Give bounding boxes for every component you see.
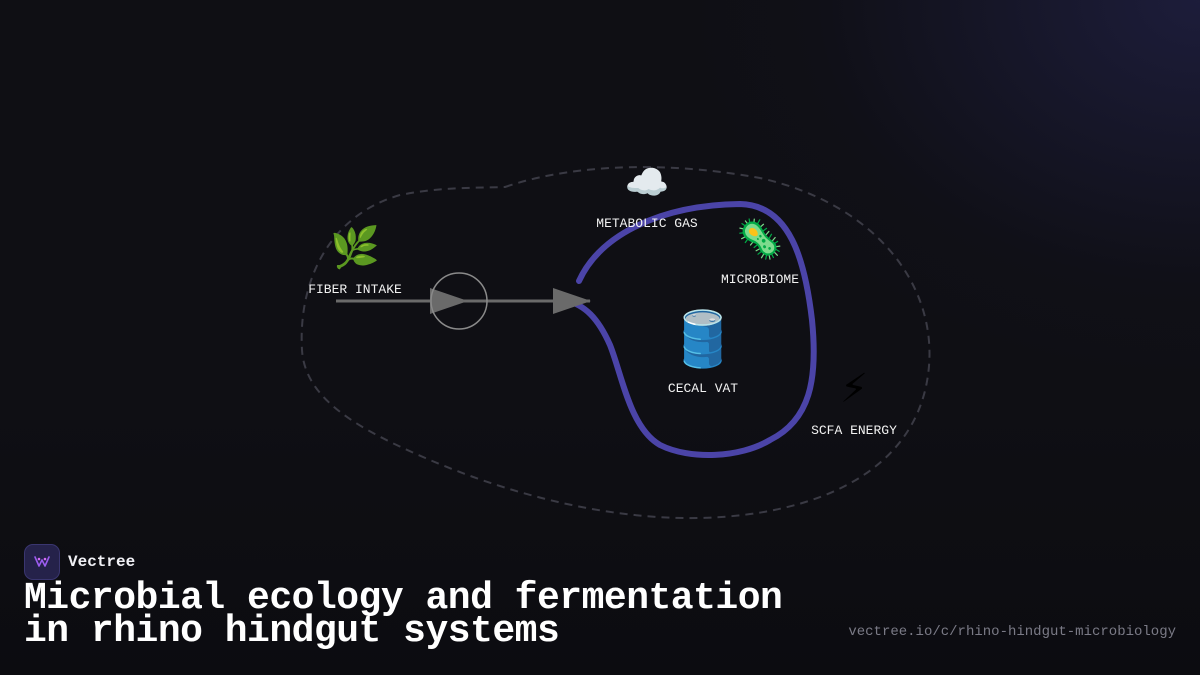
fermentation-loop: [562, 200, 817, 459]
node-label-scfa-energy: SCFA ENERGY: [811, 423, 897, 438]
barrel-icon: 🛢️: [669, 308, 736, 371]
microbe-icon: 🦠: [736, 217, 783, 261]
brand-name: Vectree: [68, 553, 136, 571]
node-label-microbiome: MICROBIOME: [721, 272, 799, 287]
lightning-icon: ⚡: [840, 366, 868, 412]
node-label-metabolic-gas: METABOLIC GAS: [596, 216, 698, 231]
node-label-cecal-vat: CECAL VAT: [668, 381, 738, 396]
entry-arrowhead: [553, 288, 591, 314]
hindgut-boundary: [300, 166, 931, 520]
node-label-fiber-intake: FIBER INTAKE: [308, 282, 402, 297]
cloud-icon: ☁️: [625, 163, 670, 204]
intake-arrowhead: [430, 288, 468, 314]
page-title: Microbial ecology and fermentation in rh…: [24, 577, 783, 653]
brand: Vectree: [24, 544, 135, 580]
herb-icon: 🌿: [330, 224, 380, 271]
vectree-logo-icon: [24, 544, 60, 580]
page-url: vectree.io/c/rhino-hindgut-microbiology: [848, 624, 1176, 640]
valve-circle: [430, 272, 488, 330]
